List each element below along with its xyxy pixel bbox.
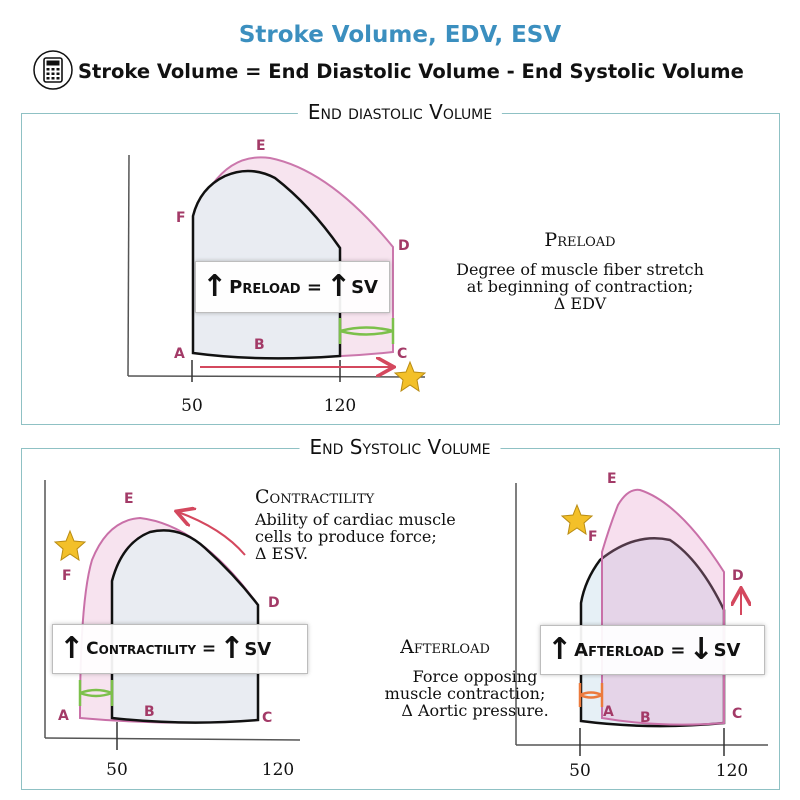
description-line: Δ Aortic pressure. (401, 701, 549, 720)
esv-sv-marker (78, 680, 114, 706)
point-label-f: F (588, 529, 598, 545)
preload-equation-box: ↑ Preload = ↑ SV (195, 261, 390, 313)
point-label-d: D (732, 568, 744, 584)
point-label-a: A (603, 704, 614, 720)
point-label-e: E (607, 471, 617, 487)
point-label-a: A (58, 708, 69, 724)
point-label-e: E (256, 138, 266, 154)
star-icon (53, 529, 87, 562)
contractility-red-arrow (178, 512, 246, 556)
equation-result: SV (713, 639, 741, 661)
point-label-c: C (262, 710, 272, 726)
x-axis (44, 737, 301, 741)
esv-section-title: End Systolic Volume (299, 435, 501, 459)
contractility-description: Contractility Ability of cardiac muscle … (255, 486, 495, 562)
edv-sv-marker (338, 318, 395, 344)
x-tick-label-120: 120 (262, 760, 294, 780)
point-label-f: F (176, 210, 186, 226)
point-label-a: A (174, 346, 185, 362)
stroke-volume-formula: Stroke Volume = End Diastolic Volume - E… (78, 60, 744, 83)
star-icon (393, 360, 427, 393)
point-label-d: D (268, 595, 280, 611)
point-label-c: C (732, 706, 742, 722)
description-line: at beginning of contraction; (466, 277, 694, 296)
point-label-f: F (62, 568, 72, 584)
afterload-description: Afterload Force opposing muscle contract… (320, 636, 570, 719)
edv-section-title: End diastolic Volume (297, 100, 503, 124)
description-line: Ability of cardiac muscle (255, 510, 456, 529)
x-tick-label-120: 120 (716, 761, 748, 781)
preload-heading: Preload (544, 229, 616, 251)
x-tick-label-50: 50 (569, 761, 591, 781)
equation-label: Contractility = (86, 639, 217, 659)
x-axis (127, 375, 426, 378)
equation-result: SV (351, 276, 378, 298)
description-line: Δ EDV (553, 294, 607, 313)
point-label-e: E (124, 491, 134, 507)
calculator-icon (33, 50, 73, 90)
contractility-equation-box: ↑ Contractility = ↑ SV (52, 624, 308, 674)
point-label-b: B (144, 704, 155, 720)
preload-description: Preload Degree of muscle fiber stretch a… (430, 229, 730, 312)
up-arrow-icon: ↑ (202, 269, 228, 304)
afterload-heading: Afterload (400, 636, 490, 658)
description-line: muscle contraction; (384, 684, 546, 703)
description-line: Δ ESV. (255, 544, 309, 563)
star-icon (560, 503, 594, 536)
down-arrow-icon: ↓ (688, 632, 714, 667)
equation-label: Preload = (229, 276, 322, 298)
afterload-sv-marker (578, 683, 604, 707)
point-label-b: B (254, 337, 265, 353)
afterload-equation-box: ↑ Afterload = ↓ SV (540, 625, 765, 675)
description-line: Degree of muscle fiber stretch (456, 260, 704, 279)
equation-result: SV (244, 638, 272, 660)
afterload-loop-pink (601, 488, 725, 726)
up-arrow-icon: ↑ (219, 631, 245, 666)
contractility-heading: Contractility (255, 486, 375, 508)
point-label-c: C (397, 346, 407, 362)
up-arrow-icon: ↑ (325, 269, 352, 304)
x-tick-label-50: 50 (181, 396, 203, 416)
x-tick-label-120: 120 (324, 396, 356, 416)
y-axis (127, 154, 130, 377)
x-tick-label-50: 50 (106, 760, 128, 780)
description-line: Force opposing (412, 667, 538, 686)
description-line: cells to produce force; (255, 527, 437, 546)
page-title: Stroke Volume, EDV, ESV (238, 22, 562, 48)
up-arrow-icon: ↑ (547, 632, 573, 667)
up-arrow-icon: ↑ (59, 631, 85, 666)
equation-label: Afterload = (574, 639, 686, 661)
point-label-d: D (398, 238, 410, 254)
point-label-b: B (640, 710, 651, 726)
